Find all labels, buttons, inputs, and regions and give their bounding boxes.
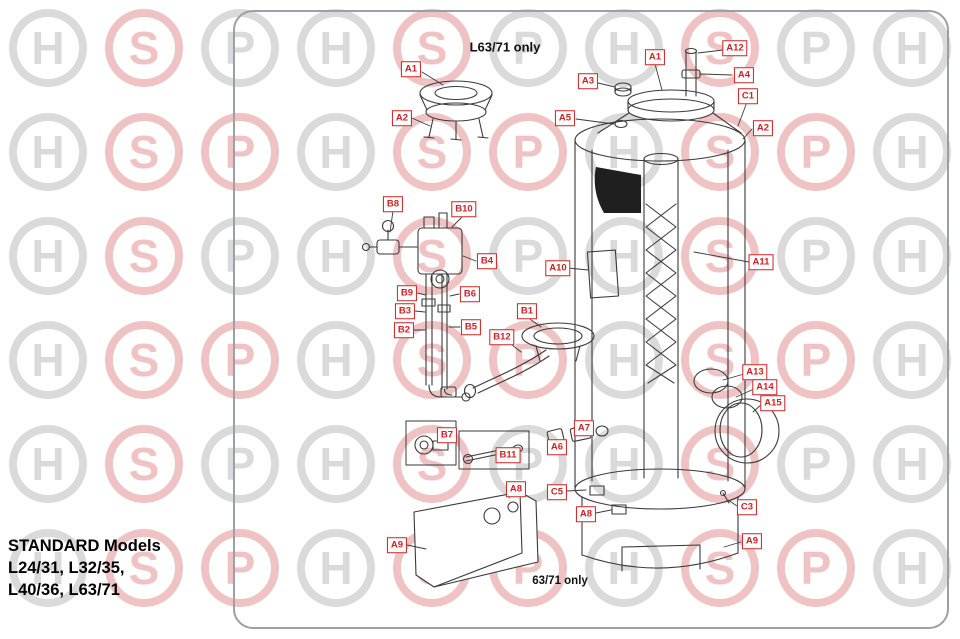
watermark-circle-s: S — [105, 529, 183, 607]
supply-pipes — [421, 273, 471, 402]
part-label-a14: A14 — [752, 379, 778, 395]
watermark-circle-p: P — [489, 113, 567, 191]
watermark-circle-s: S — [681, 113, 759, 191]
part-label-a3: A3 — [577, 73, 599, 89]
part-label-a6: A6 — [546, 439, 568, 455]
part-label-b3: B3 — [394, 303, 416, 319]
watermark-circle-h: H — [9, 113, 87, 191]
part-label-c3: C3 — [736, 499, 758, 515]
watermark-circle-s: S — [105, 113, 183, 191]
watermark-circle-p: P — [201, 113, 279, 191]
watermark-circle-h: H — [585, 425, 663, 503]
part-label-a15: A15 — [760, 395, 786, 411]
watermark-circle-s: S — [105, 321, 183, 399]
part-label-b9: B9 — [396, 285, 418, 301]
watermark-circle-s: S — [681, 321, 759, 399]
watermark-circle-s: S — [105, 425, 183, 503]
standard-models-text: STANDARD Models L24/31, L32/35, L40/36, … — [8, 535, 161, 601]
gas-valve-part — [361, 212, 463, 289]
watermark-circle-h: H — [297, 425, 375, 503]
part-label-a1: A1 — [644, 49, 666, 65]
watermark-circle-s: S — [393, 425, 471, 503]
standard-models-line1: STANDARD Models — [8, 537, 161, 555]
draft-hood-part — [419, 80, 493, 141]
top-note: L63/71 only — [469, 39, 541, 55]
watermark-circle-h: H — [297, 9, 375, 87]
standard-models-line3: L40/36, L63/71 — [8, 581, 120, 599]
watermark-circle-s: S — [105, 217, 183, 295]
watermark-circle-h: H — [9, 217, 87, 295]
part-label-b8: B8 — [382, 196, 404, 212]
watermark-circle-p: P — [201, 217, 279, 295]
part-label-a13: A13 — [742, 364, 768, 380]
part-label-b5: B5 — [460, 319, 482, 335]
diagram-panel — [233, 10, 949, 629]
part-label-a9: A9 — [386, 537, 408, 553]
thermostat-probe-box — [405, 420, 457, 466]
part-label-a12: A12 — [722, 40, 748, 56]
watermark-circle-h: H — [873, 217, 951, 295]
watermark-circle-h: H — [297, 113, 375, 191]
watermark-circle-p: P — [777, 9, 855, 87]
watermark-circle-p: P — [201, 321, 279, 399]
part-label-c1: C1 — [737, 88, 759, 104]
watermark-circle-s: S — [105, 9, 183, 87]
watermark-circle-h: H — [9, 321, 87, 399]
part-label-c5: C5 — [546, 484, 568, 500]
part-label-b7: B7 — [436, 427, 458, 443]
part-label-a4: A4 — [733, 67, 755, 83]
part-label-a11: A11 — [748, 254, 774, 270]
watermark-circle-h: H — [297, 217, 375, 295]
part-label-a8: A8 — [505, 481, 527, 497]
watermark-circle-p: P — [777, 113, 855, 191]
part-label-b6: B6 — [459, 286, 481, 302]
part-label-b4: B4 — [476, 253, 498, 269]
part-label-b2: B2 — [393, 322, 415, 338]
part-label-a5: A5 — [554, 110, 576, 126]
watermark-circle-p: P — [489, 9, 567, 87]
watermark-circle-p: P — [777, 321, 855, 399]
part-label-a1: A1 — [400, 61, 422, 77]
part-label-a8: A8 — [575, 506, 597, 522]
watermark-circle-h: H — [9, 9, 87, 87]
watermark-circle-h: H — [585, 321, 663, 399]
part-label-a2: A2 — [391, 110, 413, 126]
part-label-a7: A7 — [573, 420, 595, 436]
watermark-circle-p: P — [777, 529, 855, 607]
watermark-circle-h: H — [9, 425, 87, 503]
bottom-note: 63/71 only — [532, 575, 588, 587]
part-label-b1: B1 — [516, 303, 538, 319]
standard-models-line2: L24/31, L32/35, — [8, 559, 125, 577]
watermark-circle-s: S — [681, 9, 759, 87]
watermark-circle-p: P — [777, 217, 855, 295]
watermark-circle-p: P — [201, 529, 279, 607]
watermark-circle-p: P — [777, 425, 855, 503]
part-label-b10: B10 — [451, 201, 477, 217]
watermark-circle-h: H — [585, 217, 663, 295]
watermark-circle-s: S — [393, 9, 471, 87]
part-label-a2: A2 — [752, 120, 774, 136]
part-label-b12: B12 — [489, 329, 515, 345]
part-label-b11: B11 — [495, 447, 521, 463]
cleanout-cover-part — [714, 398, 780, 464]
watermark-circle-h: H — [297, 529, 375, 607]
part-label-a9: A9 — [741, 533, 763, 549]
watermark-circle-p: P — [201, 425, 279, 503]
part-label-a10: A10 — [545, 260, 571, 276]
watermark-circle-s: S — [681, 529, 759, 607]
watermark-circle-h: H — [9, 529, 87, 607]
watermark-circle-h: H — [297, 321, 375, 399]
